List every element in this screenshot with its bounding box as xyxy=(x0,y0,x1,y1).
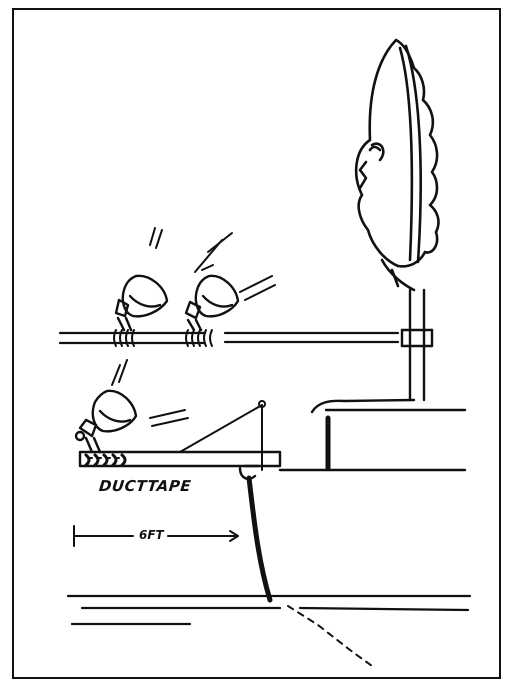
lower-boom-rigging xyxy=(179,400,266,471)
stage-platform xyxy=(278,398,467,472)
sunflower-reflector-icon xyxy=(354,38,440,292)
lower-boom xyxy=(78,450,282,468)
light-rays-lower xyxy=(111,359,189,427)
clamp-lamp-icon xyxy=(114,274,169,332)
duct-tape-label: DUCTTAPE xyxy=(98,477,193,495)
boom-clamp xyxy=(238,464,260,480)
clamp-lamp-icon xyxy=(74,389,138,454)
light-rays-upper xyxy=(149,227,276,301)
ground-crack xyxy=(287,605,373,667)
distance-dimension xyxy=(73,525,239,547)
upper-boom-tape xyxy=(113,329,213,347)
upper-boom xyxy=(58,331,400,345)
distance-label: 6FT xyxy=(139,528,164,542)
ground-lines xyxy=(66,594,472,626)
support-pole xyxy=(246,475,273,603)
clamp-lamp-icon xyxy=(184,274,240,332)
stand-pole xyxy=(400,288,434,402)
